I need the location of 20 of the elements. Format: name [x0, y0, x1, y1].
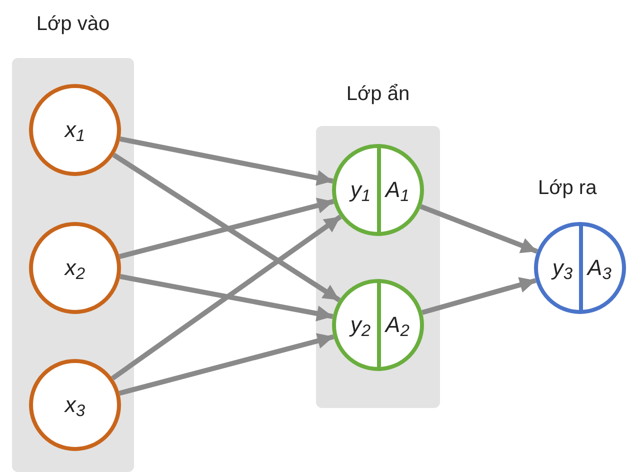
variable-label: A$_{1}$ — [386, 179, 410, 201]
variable-label: y$_{3}$ — [552, 257, 572, 279]
variable-label: y$_{2}$ — [350, 314, 370, 336]
arrow — [422, 277, 536, 315]
layer-heading: Lớp ra — [538, 178, 597, 198]
arrow — [111, 214, 342, 380]
arrow — [120, 136, 334, 186]
layer-heading: Lớp vào — [36, 14, 110, 34]
arrow — [118, 198, 334, 259]
layer-heading: Lớp ẩn — [346, 84, 410, 104]
variable-label: A$_{2}$ — [386, 314, 410, 336]
arrow — [118, 333, 334, 396]
variable-label: x$_{3}$ — [64, 394, 86, 416]
arrow — [420, 204, 538, 254]
variable-label: y$_{1}$ — [350, 179, 370, 201]
arrow — [120, 274, 334, 322]
variable-label: x$_{2}$ — [64, 257, 86, 279]
variable-label: x$_{1}$ — [64, 119, 86, 141]
variable-label: A$_{3}$ — [588, 257, 612, 279]
arrow — [112, 152, 341, 302]
